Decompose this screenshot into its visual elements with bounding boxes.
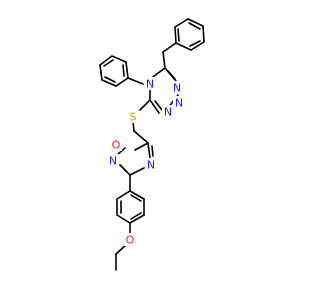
bond-inner bbox=[103, 59, 114, 67]
bond bbox=[125, 61, 129, 79]
atom-label: N bbox=[173, 82, 181, 95]
bond bbox=[147, 142, 151, 159]
atom-o-ether: O bbox=[124, 233, 136, 247]
bond bbox=[132, 121, 135, 132]
bond bbox=[174, 18, 189, 28]
bond-inner bbox=[189, 40, 201, 47]
atom-label: O bbox=[126, 234, 135, 247]
bond bbox=[190, 41, 205, 51]
bond bbox=[99, 64, 103, 81]
bond-inner bbox=[154, 100, 163, 111]
atom-n-triazole-bot2: N bbox=[173, 96, 185, 110]
atom-label: N bbox=[164, 106, 172, 119]
bond bbox=[111, 55, 127, 63]
bond-inner bbox=[130, 194, 142, 202]
bond bbox=[129, 190, 145, 200]
atom-label: S bbox=[130, 111, 137, 124]
atom-n-triazole-phenyl: N bbox=[144, 77, 156, 91]
molecule-canvas: N N N N S O N N bbox=[99, 18, 205, 271]
atom-n-oxadiazole-right: N bbox=[145, 158, 157, 172]
bond-inner bbox=[177, 28, 180, 42]
atom-n-triazole-bot1: N bbox=[162, 105, 174, 119]
bond bbox=[162, 51, 166, 69]
bond bbox=[101, 79, 117, 87]
bond bbox=[116, 147, 126, 156]
atom-label: N bbox=[147, 159, 155, 172]
bond bbox=[99, 55, 113, 66]
atom-n-triazole-top: N bbox=[171, 81, 183, 95]
bond bbox=[115, 244, 127, 255]
atom-label: N bbox=[109, 155, 117, 168]
atom-s-thioether: S bbox=[127, 110, 139, 124]
atom-n-oxadiazole-left: N bbox=[107, 154, 119, 168]
atom-label: N bbox=[175, 97, 183, 110]
molecule-structure: N N N N S O N N bbox=[99, 18, 205, 271]
bond-inner bbox=[122, 64, 125, 77]
bond bbox=[162, 42, 177, 53]
bond bbox=[129, 167, 145, 176]
bond-inner bbox=[130, 212, 142, 220]
bond-inner bbox=[119, 164, 127, 172]
bond bbox=[134, 142, 149, 151]
bond-inner bbox=[104, 76, 116, 83]
bond-inner bbox=[188, 22, 201, 30]
atom-labels: N N N N S O N N bbox=[107, 77, 185, 247]
bond bbox=[149, 99, 160, 114]
atom-label: N bbox=[146, 78, 154, 91]
atom-label: O bbox=[112, 139, 121, 152]
bond bbox=[116, 214, 131, 224]
bond-inner bbox=[151, 145, 154, 157]
bonds bbox=[99, 18, 205, 271]
bond bbox=[187, 18, 204, 27]
bond-inner bbox=[167, 70, 176, 80]
bond bbox=[202, 25, 205, 43]
bond bbox=[127, 77, 144, 85]
bond bbox=[115, 77, 129, 87]
atom-o-oxadiazole: O bbox=[110, 138, 122, 152]
bond bbox=[139, 99, 151, 111]
bond bbox=[129, 214, 145, 224]
bond bbox=[174, 26, 177, 44]
bond bbox=[133, 130, 149, 144]
bond bbox=[116, 190, 131, 200]
bond bbox=[175, 42, 192, 51]
